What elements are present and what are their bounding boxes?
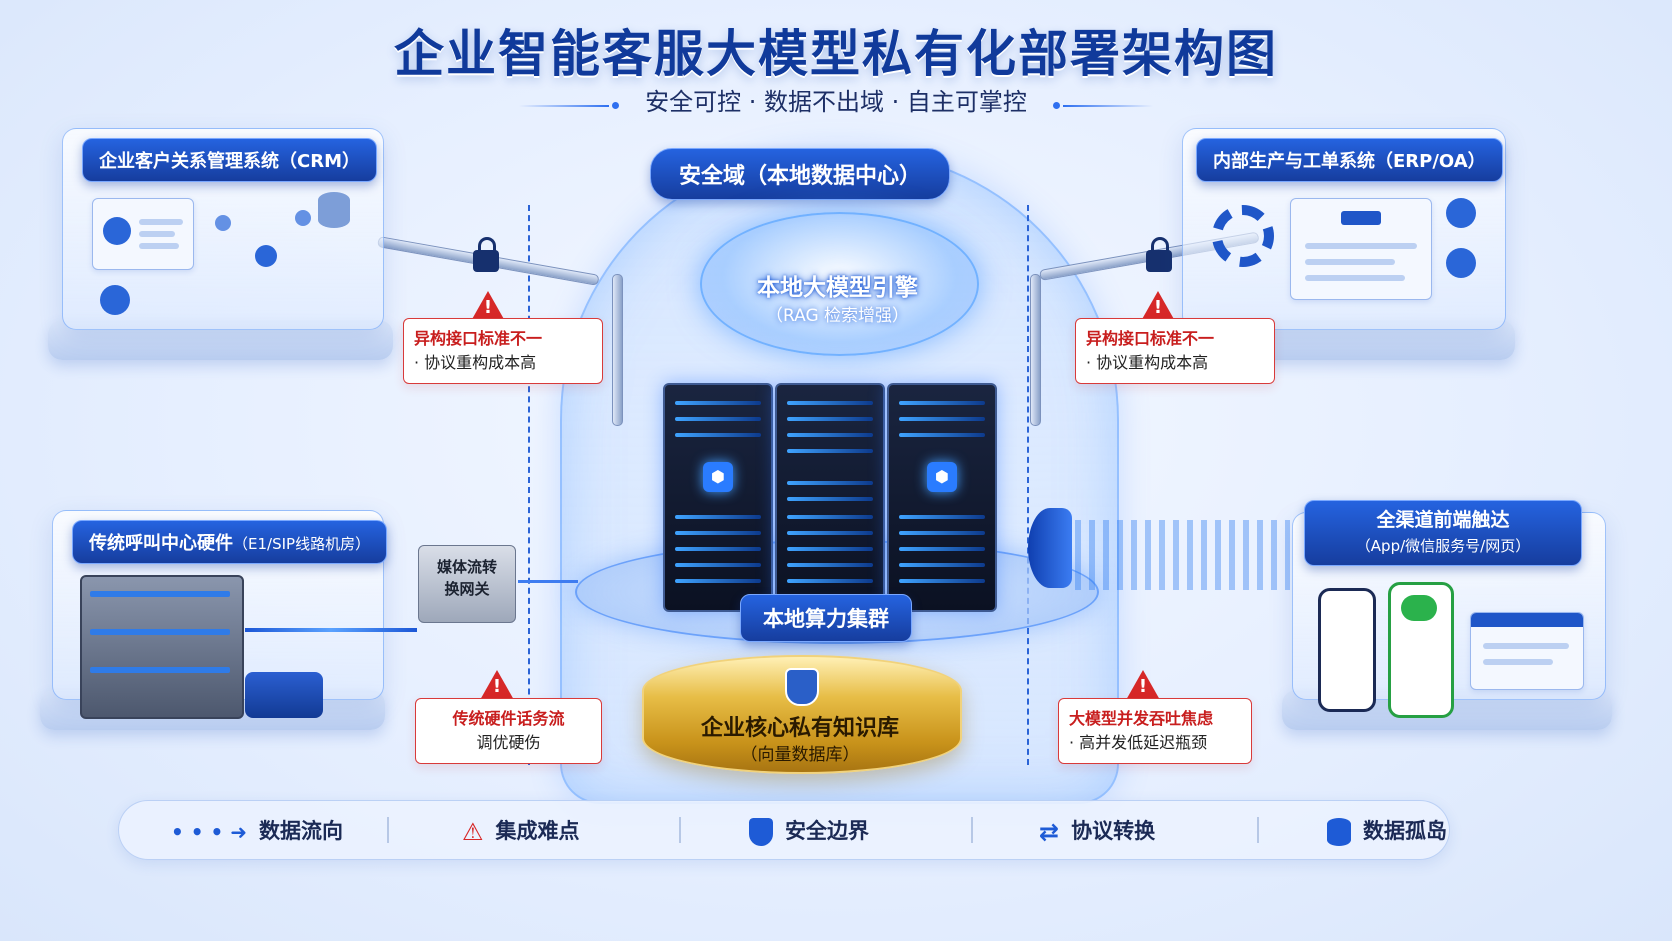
warning-icon: ! — [480, 670, 514, 700]
legend-divider — [971, 817, 973, 843]
warning-box-channels: 大模型并发吞吐焦虑 · 高并发低延迟瓶颈 — [1058, 698, 1252, 764]
warning-line1: 异构接口标准不一 — [1086, 329, 1215, 348]
dashed-arrow-icon: • • • ➜ — [171, 820, 247, 844]
warning-line1: 传统硬件话务流 — [452, 709, 565, 728]
warning-line2: 调优硬伤 — [476, 733, 541, 752]
legend-item-data-island: 数据孤岛 — [1327, 815, 1447, 846]
knowledge-base-title: 企业核心私有知识库 — [700, 716, 899, 741]
callcenter-label-small: （E1/SIP线路机房） — [233, 535, 371, 553]
legend-label: 数据孤岛 — [1363, 819, 1447, 843]
database-icon — [1327, 818, 1351, 846]
security-boundary-left — [528, 205, 530, 765]
legend-divider — [679, 817, 681, 843]
database-icon — [318, 192, 350, 228]
web-page-icon — [1470, 612, 1584, 690]
lock-icon — [1146, 237, 1172, 272]
telephone-icon — [245, 672, 323, 718]
media-gateway-line1: 媒体流转 — [436, 558, 497, 576]
llm-engine-subtitle: （RAG 检索增强） — [765, 306, 910, 326]
legend-bar: • • • ➜ 数据流向 ⚠ 集成难点 安全边界 ⇄ 协议转换 数据孤岛 — [118, 800, 1450, 860]
legend-item-integration: ⚠ 集成难点 — [462, 815, 580, 846]
subtitle-row: 安全可控 · 数据不出域 · 自主可掌控 — [0, 82, 1672, 117]
warning-icon: ! — [471, 291, 505, 321]
warning-icon: ! — [1141, 291, 1175, 321]
warning-line2: · 协议重构成本高 — [414, 353, 537, 372]
wechat-icon — [1388, 582, 1454, 718]
legend-label: 集成难点 — [495, 819, 580, 843]
page-title: 企业智能客服大模型私有化部署架构图 — [394, 25, 1278, 83]
warning-box-erp: 异构接口标准不一 · 协议重构成本高 — [1075, 318, 1275, 384]
warning-icon: ! — [1126, 670, 1160, 700]
gateway-link — [518, 580, 578, 583]
service-icon — [100, 285, 130, 315]
legend-item-protocol: ⇄ 协议转换 — [1039, 815, 1155, 846]
legend-label: 协议转换 — [1071, 819, 1156, 843]
subtitle-dot — [612, 102, 620, 109]
crm-panel-label: 企业客户关系管理系统（CRM） — [82, 138, 377, 182]
page-subtitle: 安全可控 · 数据不出域 · 自主可掌控 — [645, 88, 1027, 116]
callcenter-label-main: 传统呼叫中心硬件 — [89, 533, 233, 554]
hexagon-logo-icon: ⬢ — [927, 462, 957, 492]
media-gateway-box: 媒体流转 换网关 — [418, 545, 516, 623]
llm-engine-brain — [700, 212, 979, 356]
subtitle-dot — [1052, 102, 1060, 109]
legend-divider — [387, 817, 389, 843]
warning-line2: · 协议重构成本高 — [1086, 353, 1209, 372]
swap-arrows-icon: ⇄ — [1039, 818, 1060, 846]
legend-label: 安全边界 — [785, 819, 869, 843]
network-node-icon — [295, 210, 311, 226]
server-rack-3: ⬢ — [887, 383, 997, 612]
media-gateway-line2: 换网关 — [444, 580, 490, 598]
server-rack-2 — [775, 383, 885, 612]
channels-label-small: （App/微信服务号/网页） — [1355, 537, 1531, 555]
data-stream-icon — [1075, 520, 1290, 590]
shield-lock-icon — [785, 668, 819, 706]
shield-icon — [749, 818, 773, 846]
security-zone-label: 安全域（本地数据中心） — [650, 148, 951, 200]
warning-line1: 异构接口标准不一 — [414, 329, 543, 348]
security-boundary-right — [1027, 205, 1029, 765]
legend-item-data-flow: • • • ➜ 数据流向 — [171, 815, 343, 845]
pipe-crm-down — [612, 274, 623, 426]
warning-line2: · 高并发低延迟瓶颈 — [1069, 733, 1208, 752]
channels-panel-label: 全渠道前端触达 （App/微信服务号/网页） — [1304, 500, 1582, 566]
callcenter-panel-label: 传统呼叫中心硬件（E1/SIP线路机房） — [72, 520, 388, 564]
hexagon-logo-icon: ⬢ — [703, 462, 733, 492]
warning-icon: ⚠ — [462, 818, 484, 846]
audio-waveform-icon — [245, 628, 417, 632]
network-node-icon — [215, 215, 231, 231]
server-rack-1: ⬢ — [663, 383, 773, 612]
erp-workflow-card — [1290, 198, 1432, 300]
subtitle-line-left — [519, 104, 610, 107]
user-icon — [1446, 198, 1476, 228]
gear-icon — [1212, 205, 1274, 267]
network-node-icon — [255, 245, 277, 267]
funnel-icon — [1028, 508, 1072, 588]
warning-line1: 大模型并发吞吐焦虑 — [1069, 709, 1214, 728]
warning-box-callcenter: 传统硬件话务流 调优硬伤 — [415, 698, 602, 764]
llm-engine-title: 本地大模型引擎 — [757, 275, 918, 301]
pbx-hardware-icon — [80, 575, 244, 719]
compute-cluster-label: 本地算力集群 — [740, 594, 912, 642]
user-avatar-icon — [103, 217, 131, 245]
pipe-erp-down — [1030, 274, 1041, 426]
warning-box-crm: 异构接口标准不一 · 协议重构成本高 — [403, 318, 603, 384]
subtitle-line-right — [1062, 104, 1153, 107]
channels-label-main: 全渠道前端触达 — [1376, 509, 1510, 531]
user-icon — [1446, 248, 1476, 278]
mobile-app-icon — [1318, 588, 1376, 712]
lock-icon — [473, 237, 499, 272]
legend-divider — [1257, 817, 1259, 843]
erp-panel-label: 内部生产与工单系统（ERP/OA） — [1196, 138, 1503, 182]
legend-label: 数据流向 — [259, 819, 343, 843]
knowledge-base-subtitle: （向量数据库） — [740, 745, 860, 765]
legend-item-security: 安全边界 — [749, 815, 869, 846]
crm-profile-card — [92, 198, 194, 270]
